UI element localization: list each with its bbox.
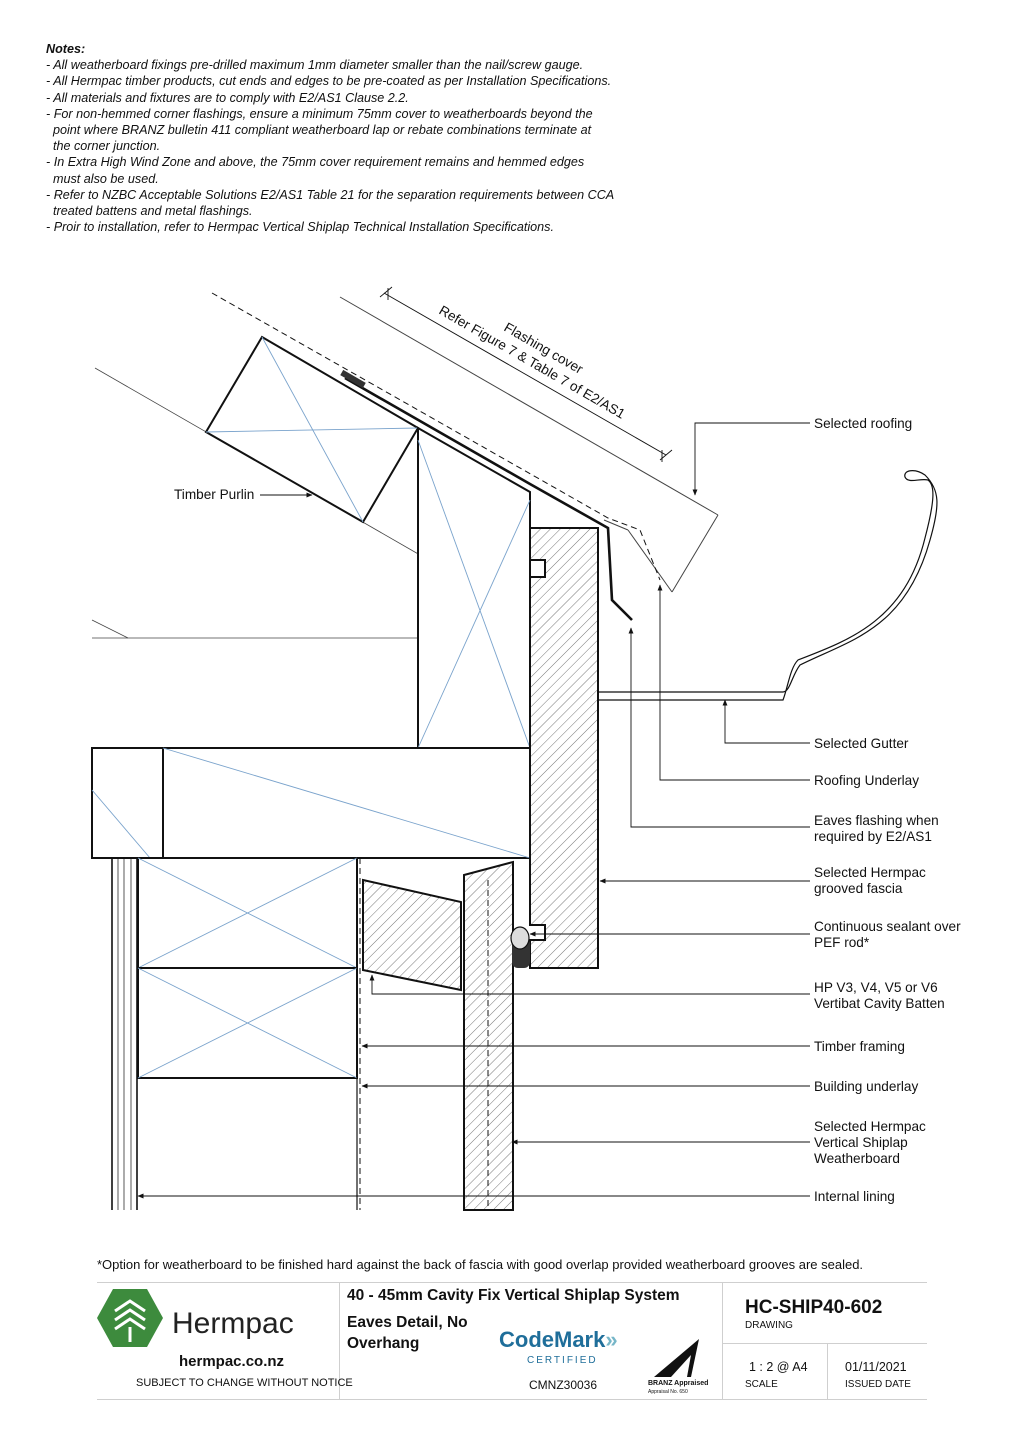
divider — [722, 1283, 723, 1399]
timber-purlin-label: Timber Purlin — [174, 487, 254, 502]
gutter — [598, 470, 938, 701]
notes-block: Notes: - All weatherboard fixings pre-dr… — [46, 41, 746, 235]
codemark-certified: CERTIFIED — [527, 1355, 598, 1366]
label-eaves-flashing-2: required by E2/AS1 — [814, 829, 932, 844]
note-line: - In Extra High Wind Zone and above, the… — [46, 155, 585, 170]
label-fascia-2: grooved fascia — [814, 881, 903, 896]
label-eaves-flashing: Eaves flashing when — [814, 813, 939, 828]
drawing-label: DRAWING — [745, 1320, 793, 1331]
weatherboard — [463, 860, 514, 1211]
detail-title-line1: Eaves Detail, No — [347, 1314, 468, 1331]
rafter — [417, 426, 531, 749]
label-fascia: Selected Hermpac — [814, 865, 926, 880]
branz-appraisal-number: Appraisal No. 650 — [648, 1389, 688, 1395]
label-weatherboard-2: Vertical Shiplap — [814, 1135, 908, 1150]
eaves-flashing — [344, 376, 633, 621]
title-block: Hermpac hermpac.co.nz SUBJECT TO CHANGE … — [97, 1282, 927, 1400]
note-line: - All Hermpac timber products, cut ends … — [46, 74, 612, 89]
timber-purlin — [204, 335, 420, 524]
label-selected-roofing: Selected roofing — [814, 416, 912, 431]
top-plate — [91, 747, 531, 859]
label-sealant-2: PEF rod* — [814, 935, 870, 950]
pef-rod-sealant — [510, 926, 530, 968]
note-line: point where BRANZ bulletin 411 compliant… — [46, 123, 592, 138]
scale-label: SCALE — [745, 1379, 778, 1390]
timber-framing — [137, 857, 358, 1079]
divider — [827, 1343, 828, 1399]
roofing — [339, 296, 719, 593]
label-weatherboard: Selected Hermpac — [814, 1119, 926, 1134]
note-line: - Proir to installation, refer to Hermpa… — [46, 220, 554, 235]
roofing-underlay — [211, 292, 661, 581]
hermpac-logo-icon — [97, 1289, 163, 1347]
internal-lining — [111, 858, 138, 1210]
cavity-batten — [362, 878, 462, 992]
note-line: treated battens and metal flashings. — [46, 204, 253, 219]
fascia — [529, 527, 599, 969]
divider — [722, 1343, 927, 1344]
divider — [339, 1283, 340, 1399]
branz-appraised-icon — [654, 1339, 699, 1377]
label-roofing-underlay: Roofing Underlay — [814, 773, 919, 788]
flashing-cover-dimension — [379, 286, 673, 462]
label-internal-lining: Internal lining — [814, 1189, 895, 1204]
note-line: the corner junction. — [46, 139, 161, 154]
label-building-underlay: Building underlay — [814, 1079, 918, 1094]
note-line: - All materials and fixtures are to comp… — [46, 90, 409, 105]
issued-date-label: ISSUED DATE — [845, 1379, 911, 1390]
codemark-number: CMNZ30036 — [529, 1378, 598, 1392]
codemark-logo: CodeMark» — [499, 1327, 618, 1353]
drawing-number: HC-SHIP40-602 — [745, 1297, 883, 1318]
detail-title-line2: Overhang — [347, 1335, 420, 1352]
callout-leaders — [137, 422, 810, 1199]
label-batten: HP V3, V4, V5 or V6 — [814, 980, 938, 995]
branz-label: BRANZ Appraised — [648, 1380, 709, 1387]
footnote: *Option for weatherboard to be finished … — [97, 1257, 864, 1272]
note-line: - All weatherboard fixings pre-drilled m… — [46, 58, 584, 73]
scale-value: 1 : 2 @ A4 — [749, 1360, 808, 1374]
label-timber-framing: Timber framing — [814, 1039, 905, 1054]
flashing-clip — [340, 369, 366, 389]
label-batten-2: Vertibat Cavity Batten — [814, 996, 945, 1011]
codemark-chevrons-icon: » — [605, 1327, 618, 1352]
flashing-cover-reference: Refer Figure 7 & Table 7 of E2/AS1 — [437, 303, 628, 422]
note-line: - For non-hemmed corner flashings, ensur… — [46, 106, 593, 121]
label-selected-gutter: Selected Gutter — [814, 736, 909, 751]
note-line: - Refer to NZBC Acceptable Solutions E2/… — [46, 187, 615, 202]
note-line: must also be used. — [46, 171, 159, 186]
codemark-text: CodeMark — [499, 1327, 606, 1352]
eaves-detail-drawing: Flashing cover Refer Figure 7 & Table 7 … — [91, 286, 961, 1211]
label-sealant: Continuous sealant over — [814, 919, 961, 934]
label-weatherboard-3: Weatherboard — [814, 1151, 900, 1166]
brand-name: Hermpac — [172, 1307, 294, 1340]
system-title: 40 - 45mm Cavity Fix Vertical Shiplap Sy… — [347, 1287, 680, 1304]
notice: SUBJECT TO CHANGE WITHOUT NOTICE — [136, 1377, 353, 1389]
issued-date-value: 01/11/2021 — [845, 1360, 907, 1374]
notes-title: Notes: — [46, 42, 86, 56]
brand-website[interactable]: hermpac.co.nz — [179, 1353, 285, 1370]
